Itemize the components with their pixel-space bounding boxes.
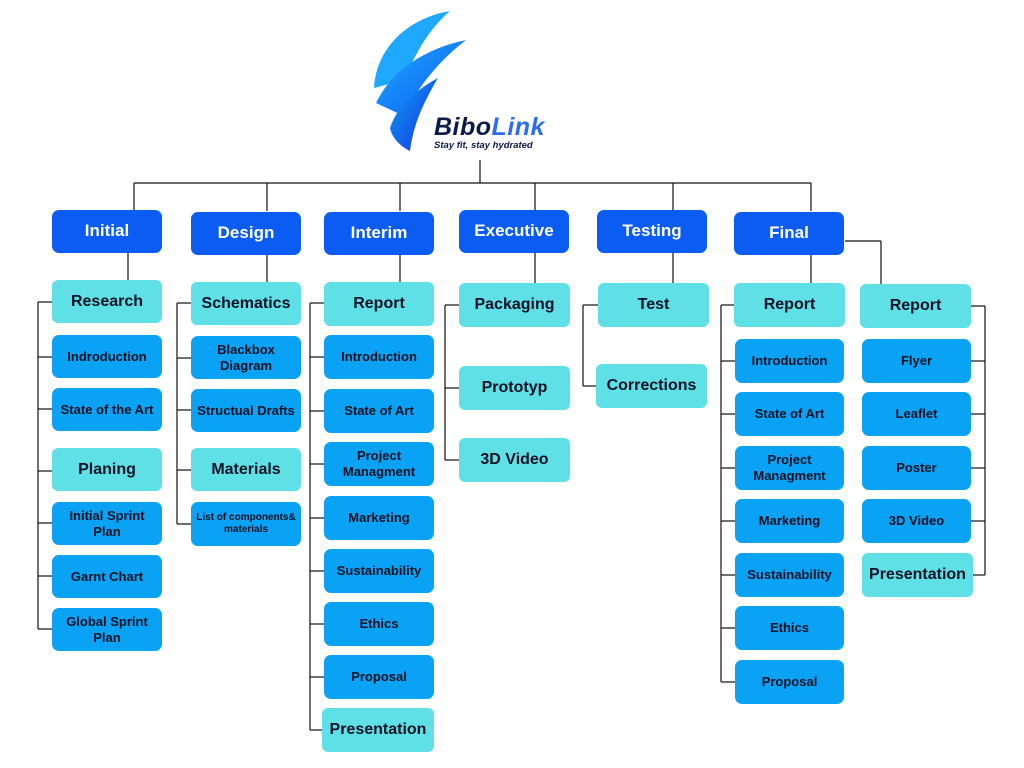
- brand-wordmark: BiboLink Stay fit, stay hydrated: [434, 113, 545, 151]
- initial-planing[interactable]: Planing: [52, 448, 162, 491]
- final-sustainability[interactable]: Sustainability: [735, 553, 844, 597]
- final-introduction[interactable]: Introduction: [735, 339, 844, 383]
- design-schematics[interactable]: Schematics: [191, 282, 301, 325]
- brand-name: BiboLink: [434, 113, 545, 142]
- interim-proposal[interactable]: Proposal: [324, 655, 434, 699]
- interim-presentation[interactable]: Presentation: [322, 708, 434, 752]
- interim-state-of-art[interactable]: State of Art: [324, 389, 434, 433]
- final-poster[interactable]: Poster: [862, 446, 971, 490]
- final-marketing[interactable]: Marketing: [735, 499, 844, 543]
- interim-introduction[interactable]: Introduction: [324, 335, 434, 379]
- interim-ethics[interactable]: Ethics: [324, 602, 434, 646]
- final-report-2[interactable]: Report: [860, 284, 971, 328]
- design-list-of-components[interactable]: List of components& materials: [191, 502, 301, 546]
- final-project-managment[interactable]: Project Managment: [735, 446, 844, 490]
- final-leaflet[interactable]: Leaflet: [862, 392, 971, 436]
- phase-design[interactable]: Design: [191, 212, 301, 255]
- interim-sustainability[interactable]: Sustainability: [324, 549, 434, 593]
- phase-executive[interactable]: Executive: [459, 210, 569, 253]
- initial-state-of-the-art[interactable]: State of the Art: [52, 388, 162, 431]
- initial-indroduction[interactable]: Indroduction: [52, 335, 162, 378]
- phase-initial[interactable]: Initial: [52, 210, 162, 253]
- initial-garnt-chart[interactable]: Garnt Chart: [52, 555, 162, 598]
- testing-corrections[interactable]: Corrections: [596, 364, 707, 408]
- design-structual-drafts[interactable]: Structual Drafts: [191, 389, 301, 432]
- final-proposal[interactable]: Proposal: [735, 660, 844, 704]
- final-3d-video[interactable]: 3D Video: [862, 499, 971, 543]
- brand-name-part2: Link: [491, 113, 545, 141]
- final-flyer[interactable]: Flyer: [862, 339, 971, 383]
- final-ethics[interactable]: Ethics: [735, 606, 844, 650]
- final-report[interactable]: Report: [734, 283, 845, 327]
- brand-name-part1: Bibo: [434, 113, 492, 141]
- initial-global-sprint-plan[interactable]: Global Sprint Plan: [52, 608, 162, 651]
- bibolink-logo-icon: [374, 11, 466, 151]
- phase-testing[interactable]: Testing: [597, 210, 707, 253]
- phase-interim[interactable]: Interim: [324, 212, 434, 255]
- final-state-of-art[interactable]: State of Art: [735, 392, 844, 436]
- interim-report[interactable]: Report: [324, 282, 434, 326]
- executive-packaging[interactable]: Packaging: [459, 283, 570, 327]
- executive-3d-video[interactable]: 3D Video: [459, 438, 570, 482]
- interim-marketing[interactable]: Marketing: [324, 496, 434, 540]
- design-materials[interactable]: Materials: [191, 448, 301, 491]
- design-blackbox-diagram[interactable]: Blackbox Diagram: [191, 336, 301, 379]
- brand-tagline: Stay fit, stay hydrated: [434, 140, 533, 151]
- final-presentation[interactable]: Presentation: [862, 553, 973, 597]
- executive-prototyp[interactable]: Prototyp: [459, 366, 570, 410]
- initial-research[interactable]: Research: [52, 280, 162, 323]
- interim-project-managment[interactable]: Project Managment: [324, 442, 434, 486]
- initial-initial-sprint-plan[interactable]: Initial Sprint Plan: [52, 502, 162, 545]
- testing-test[interactable]: Test: [598, 283, 709, 327]
- phase-final[interactable]: Final: [734, 212, 844, 255]
